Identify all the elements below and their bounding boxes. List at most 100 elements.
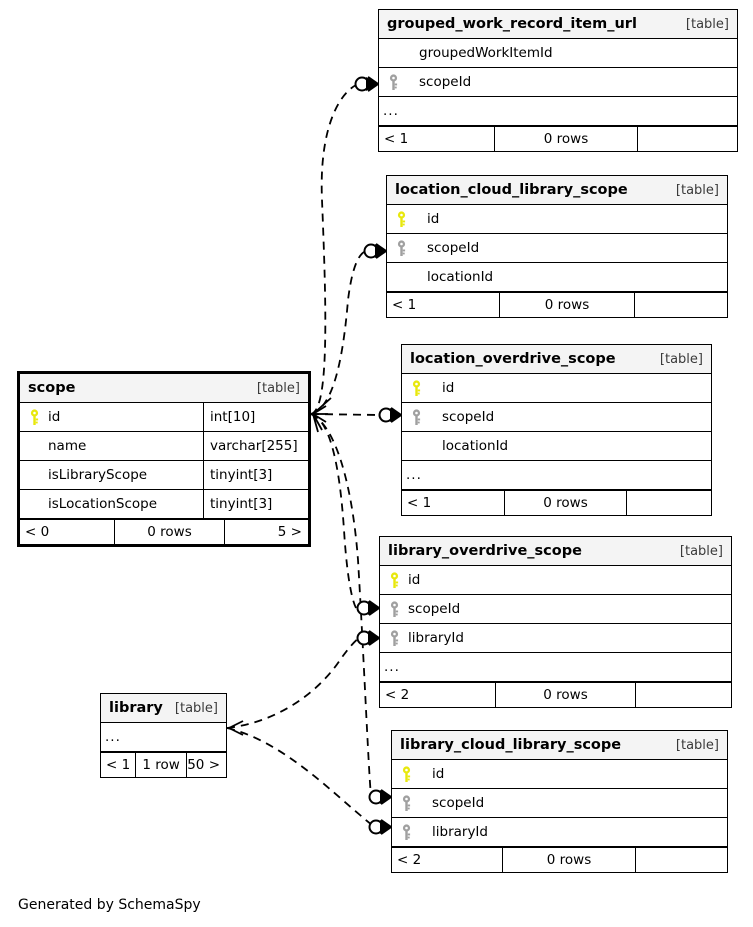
table-column-row[interactable]: id: [392, 760, 727, 789]
table-column-row[interactable]: id: [380, 566, 731, 595]
table-column-row[interactable]: id: [402, 374, 711, 403]
table-header-library_overdrive_scope[interactable]: library_overdrive_scope[table]: [380, 537, 731, 566]
column-name-cell: id: [20, 403, 203, 431]
table-column-row[interactable]: libraryId: [380, 624, 731, 653]
table-column-row[interactable]: scopeId: [402, 403, 711, 432]
footer-children-count[interactable]: [626, 491, 711, 515]
table-header-library[interactable]: library [table]: [101, 694, 226, 723]
more-columns-row[interactable]: ...: [402, 461, 711, 490]
link-scope-library-cloud: [310, 413, 372, 798]
column-name: scopeId: [432, 795, 485, 811]
footer-parents-count[interactable]: < 1: [392, 297, 417, 313]
table-header-library_cloud_library_scope[interactable]: library_cloud_library_scope[table]: [392, 731, 727, 760]
table-grouped_work_record_item_url[interactable]: grouped_work_record_item_url[table]group…: [378, 9, 738, 152]
footer-parents-count[interactable]: < 1: [384, 131, 409, 147]
crowsfoot-scope-origin: [312, 397, 332, 433]
column-name-cell: name: [20, 432, 203, 460]
footer-parents-count[interactable]: < 2: [397, 852, 422, 868]
footer-children-count[interactable]: [635, 848, 727, 872]
table-column-row[interactable]: scopeId: [379, 68, 737, 97]
column-name: locationId: [442, 438, 509, 454]
column-type: int[10]: [203, 403, 308, 431]
table-title: location_cloud_library_scope: [395, 182, 628, 198]
table-header-scope[interactable]: scope[table]: [20, 374, 308, 403]
table-type-tag: [table]: [174, 700, 218, 716]
table-column-row[interactable]: groupedWorkItemId: [379, 39, 737, 68]
table-type-tag: [table]: [685, 16, 729, 32]
foreign-key-icon: [408, 408, 424, 426]
column-name: id: [408, 572, 421, 588]
table-location_cloud_library_scope[interactable]: location_cloud_library_scope[table]id sco…: [386, 175, 728, 318]
column-name: locationId: [427, 269, 494, 285]
foreign-key-icon: [385, 73, 401, 91]
column-name-cell: scopeId: [392, 789, 727, 817]
column-name-cell: scopeId: [402, 403, 711, 431]
column-name-cell: scopeId: [387, 234, 727, 262]
table-column-row[interactable]: id: [387, 205, 727, 234]
table-column-row[interactable]: locationId: [402, 432, 711, 461]
column-name-cell: locationId: [387, 263, 727, 291]
table-type-tag: [table]: [256, 380, 300, 396]
table-header-location_overdrive_scope[interactable]: location_overdrive_scope[table]: [402, 345, 711, 374]
link-scope-grouped-work: [310, 84, 357, 415]
table-header-location_cloud_library_scope[interactable]: location_cloud_library_scope[table]: [387, 176, 727, 205]
column-name-cell: id: [392, 760, 727, 788]
footer-parents-count[interactable]: < 1: [407, 495, 432, 511]
more-columns-row[interactable]: ...: [101, 723, 226, 752]
footer-children-count[interactable]: 50 >: [186, 753, 226, 777]
column-name: name: [48, 438, 87, 454]
footer-children-count[interactable]: [635, 683, 731, 707]
footer-parents-count[interactable]: < 2: [385, 687, 410, 703]
primary-key-icon: [386, 571, 402, 589]
generator-credit: Generated by SchemaSpy: [18, 897, 201, 913]
footer-parents-count[interactable]: < 1: [106, 757, 131, 773]
table-location_overdrive_scope[interactable]: location_overdrive_scope[table]id scopeId…: [401, 344, 712, 516]
column-type: tinyint[3]: [203, 461, 308, 489]
link-scope-library-overdrive: [310, 413, 357, 609]
ellipsis-label: ...: [406, 467, 422, 483]
primary-key-icon: [398, 765, 414, 783]
footer-children-count[interactable]: [637, 127, 737, 151]
more-columns-row[interactable]: ...: [380, 653, 731, 682]
table-library_overdrive_scope[interactable]: library_overdrive_scope[table]id scopeId l…: [379, 536, 732, 708]
column-name-cell: scopeId: [379, 68, 737, 96]
ellipsis-label: ...: [384, 659, 400, 675]
table-column-row[interactable]: scopeId: [380, 595, 731, 624]
foreign-key-icon: [386, 600, 402, 618]
more-columns-row[interactable]: ...: [379, 97, 737, 126]
column-name-cell: libraryId: [380, 624, 731, 652]
footer-row-count: 0 rows: [499, 293, 634, 317]
footer-row-count: 0 rows: [114, 520, 224, 544]
column-name: scopeId: [408, 601, 461, 617]
column-name: scopeId: [427, 240, 480, 256]
table-column-row[interactable]: scopeId: [392, 789, 727, 818]
table-header-grouped_work_record_item_url[interactable]: grouped_work_record_item_url[table]: [379, 10, 737, 39]
footer-row-count: 0 rows: [504, 491, 626, 515]
table-column-row[interactable]: scopeId: [387, 234, 727, 263]
table-column-row[interactable]: locationId: [387, 263, 727, 292]
footer-parents-count[interactable]: < 0: [25, 524, 50, 540]
table-column-row[interactable]: libraryId: [392, 818, 727, 847]
table-type-tag: [table]: [679, 543, 723, 559]
table-library_cloud_library_scope[interactable]: library_cloud_library_scope[table]id scop…: [391, 730, 728, 873]
column-name: id: [432, 766, 445, 782]
footer-row-count: 1 row: [134, 753, 186, 777]
foreign-key-icon: [393, 239, 409, 257]
footer-children-count[interactable]: 5 >: [224, 520, 308, 544]
column-name-cell: locationId: [402, 432, 711, 460]
column-name: id: [442, 380, 455, 396]
column-name-cell: isLocationScope: [20, 490, 203, 518]
table-title: library: [109, 700, 163, 716]
footer-children-count[interactable]: [634, 293, 727, 317]
foreign-key-icon: [386, 629, 402, 647]
column-name: groupedWorkItemId: [419, 45, 553, 61]
